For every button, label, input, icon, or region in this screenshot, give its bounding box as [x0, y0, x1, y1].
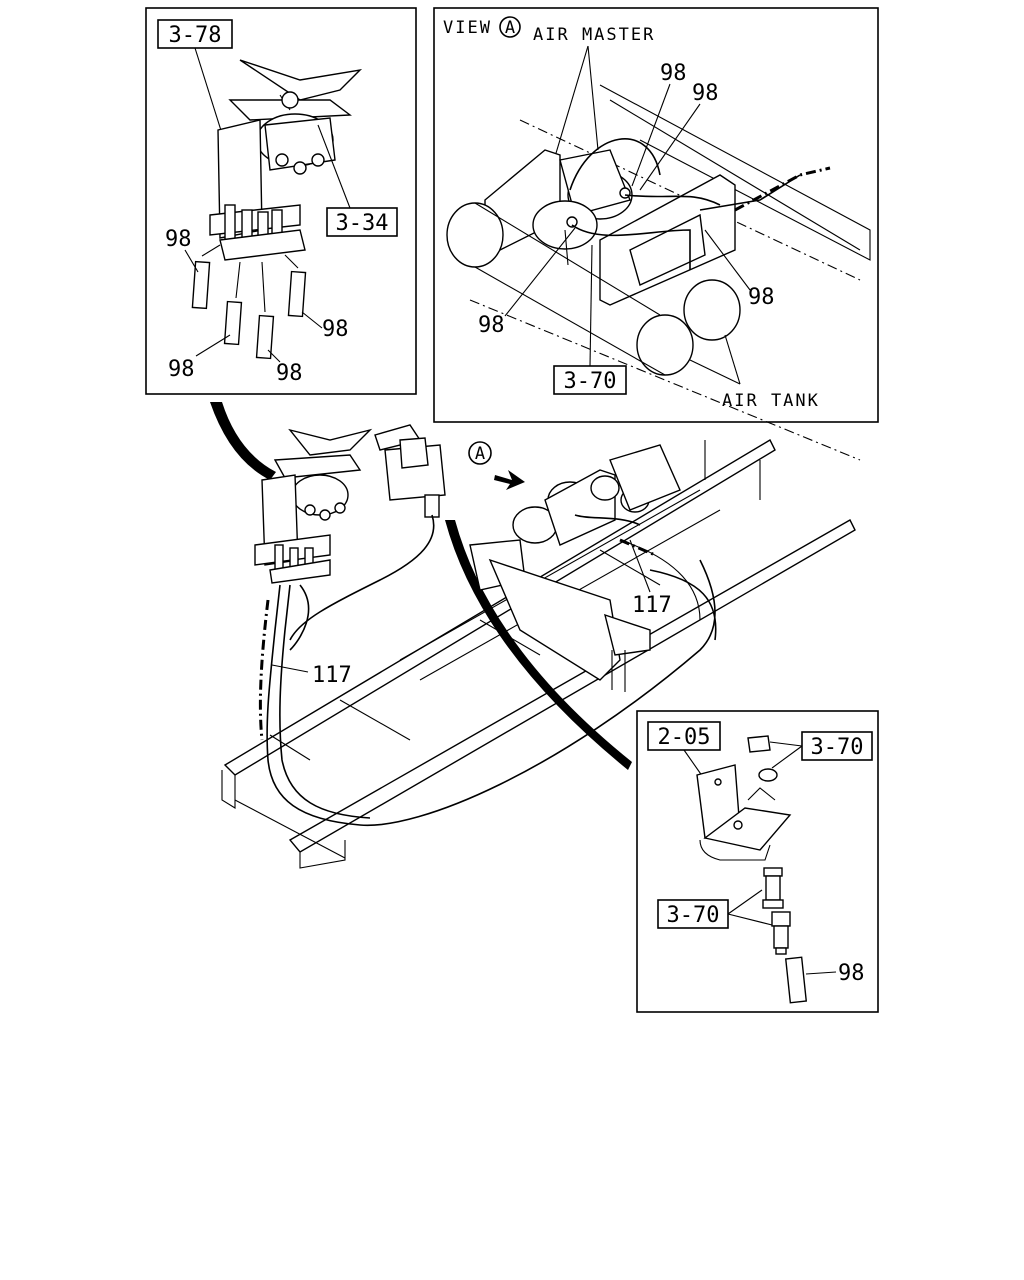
- chassis-reservoir: [374, 424, 446, 518]
- part-98-label: 98: [838, 961, 865, 986]
- leader-3-34: [317, 124, 351, 209]
- view-direction-arrow-icon: [494, 470, 525, 490]
- flare-nut-fitting: [771, 911, 791, 955]
- part-98-label: 98: [692, 81, 719, 106]
- part-98-label: 98: [660, 61, 687, 86]
- detail-frame-bottom-right: [636, 710, 879, 1013]
- air-tank: [683, 279, 741, 341]
- brake-line-117: [266, 559, 716, 827]
- hose-98-left: [191, 260, 211, 310]
- hose-98: [784, 956, 808, 1004]
- ref-box-3-70[interactable]: [553, 365, 627, 395]
- part-98-label: 98: [478, 313, 505, 338]
- part-117-label: 117: [632, 593, 672, 618]
- washer: [758, 768, 778, 782]
- callout-curve-top: [210, 402, 276, 480]
- view-caption: VIEW: [443, 18, 492, 38]
- ref-3-70-label: 3-70: [564, 369, 617, 394]
- view-a-marker-letter: A: [475, 444, 485, 464]
- view-a-marker-circle: [468, 441, 492, 465]
- view-letter-circle: [499, 16, 521, 38]
- part-98-label: 98: [168, 357, 195, 382]
- detail-frame-top-left: [145, 7, 417, 395]
- hose-98-bottom-mid: [255, 314, 275, 360]
- union-fitting: [762, 867, 784, 909]
- air-tank: [636, 314, 694, 376]
- ref-3-78-label: 3-78: [169, 23, 222, 48]
- ref-box-3-34[interactable]: [326, 207, 398, 237]
- ref-box-3-70[interactable]: [657, 899, 729, 929]
- leader-3-78: [194, 47, 225, 141]
- valve-assembly-drawing: [209, 59, 363, 261]
- ref-3-34-label: 3-34: [336, 211, 389, 236]
- ref-2-05-label: 2-05: [658, 725, 711, 750]
- part-98-label: 98: [748, 285, 775, 310]
- detail-frame-view-a: [433, 7, 879, 423]
- part-98-label: 98: [276, 361, 303, 386]
- detail-panel-bracket: 2-05 3-70 3-70 9: [636, 710, 879, 1013]
- air-master-label: AIR MASTER: [533, 25, 655, 45]
- brake-line-117-sheath: [258, 599, 270, 741]
- detail-panel-valve-assembly: 3-78 3-34: [145, 7, 417, 395]
- detail-panel-view-a: VIEW A AIR MASTER 98: [433, 7, 879, 461]
- part-98-label: 98: [322, 317, 349, 342]
- air-tank-label: AIR TANK: [722, 391, 820, 411]
- main-chassis-drawing: A 117 117: [210, 402, 856, 869]
- ref-3-70-label: 3-70: [811, 735, 864, 760]
- part-98-label: 98: [165, 227, 192, 252]
- chassis-air-master: [469, 444, 681, 692]
- part-117-label: 117: [312, 663, 352, 688]
- ref-3-70-label: 3-70: [667, 903, 720, 928]
- ref-box-3-70[interactable]: [801, 731, 873, 761]
- view-letter: A: [505, 18, 515, 38]
- hose-98-right: [287, 270, 307, 318]
- chassis-valve-assembly: [254, 428, 373, 584]
- hex-nut: [747, 735, 771, 753]
- hose-98-bottom-left: [223, 300, 243, 346]
- air-master-cylinder: [532, 200, 598, 250]
- air-tank: [446, 202, 504, 268]
